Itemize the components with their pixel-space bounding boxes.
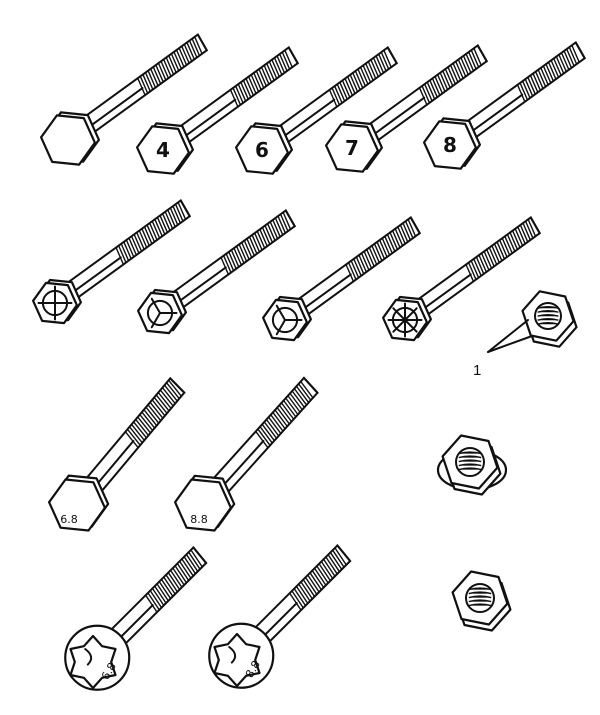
bolt-numbered-3: 7 <box>325 44 489 173</box>
bolt-thread <box>289 547 347 611</box>
bolt-end <box>409 216 421 235</box>
nut-face <box>451 570 509 626</box>
hex-head <box>235 125 289 175</box>
bolt-thread <box>255 381 314 449</box>
bolt-end <box>386 46 398 65</box>
bolt-thread <box>124 379 182 449</box>
bolt-thread <box>465 219 537 282</box>
bolt-marked-2 <box>137 209 297 335</box>
bolt-end <box>196 33 208 52</box>
bolt-end <box>529 216 541 235</box>
bolt-end <box>336 544 352 563</box>
nut-face <box>441 434 499 490</box>
bolt-end <box>179 199 191 218</box>
bolt-marked-3 <box>262 216 422 342</box>
head-star-mark <box>37 285 73 321</box>
bolt-torx-2: 8.8 <box>208 543 352 689</box>
nut-bore <box>455 447 485 477</box>
head-star-mark <box>146 297 178 329</box>
torx-recess <box>228 646 237 664</box>
head-marking-2: 6 <box>255 138 269 162</box>
bolt-plain <box>39 33 209 166</box>
callout-leader <box>487 319 533 353</box>
bolt-thread <box>137 36 203 96</box>
nut-bore <box>534 302 562 330</box>
head-marking-3: 7 <box>345 136 359 160</box>
nut-thread <box>468 587 492 607</box>
head-star-mark <box>387 302 423 338</box>
bolt-thread <box>516 45 580 103</box>
bolt-end <box>284 209 296 228</box>
torx-head <box>213 632 261 688</box>
bolt-end <box>287 46 299 65</box>
bolt-end <box>574 41 586 60</box>
bolt-thread <box>220 212 292 275</box>
bolt-torx-1: 6.8 <box>64 545 208 691</box>
nut-thread <box>537 306 559 325</box>
torx-head <box>69 634 117 690</box>
nut-2 <box>451 570 512 632</box>
hex-head <box>423 120 477 170</box>
bolt-thread <box>418 48 482 106</box>
bolt-end <box>476 44 488 63</box>
bolt-end <box>302 376 319 394</box>
nut-bore <box>465 583 495 613</box>
bolt-thread <box>345 219 417 282</box>
grade-marking-2: 8.8 <box>190 513 208 526</box>
bolt-end <box>169 377 186 394</box>
hex-head <box>325 123 379 173</box>
bolt-thread <box>115 202 187 265</box>
bolt-numbered-1: 4 <box>136 46 300 175</box>
bolt-grade-2: 8.8 <box>174 376 319 532</box>
bolt-marked-1 <box>31 199 192 325</box>
nut-1 <box>521 290 578 348</box>
hex-head <box>136 125 190 175</box>
head-marking-1: 4 <box>156 138 170 162</box>
bolt-numbered-2: 6 <box>235 46 399 175</box>
hex-head <box>39 114 97 166</box>
bolt-marked-4 <box>382 216 542 342</box>
head-star-mark <box>271 304 303 336</box>
bolt-numbered-4: 8 <box>423 41 587 170</box>
hex-head <box>47 478 107 532</box>
head-marking-4: 8 <box>443 133 457 157</box>
grade-marking-1: 6.8 <box>60 513 78 526</box>
bolt-thread <box>145 549 203 613</box>
nut-flange <box>436 434 508 496</box>
bolt-thread <box>328 50 392 108</box>
bolt-thread <box>229 50 293 108</box>
bolt-end <box>192 546 208 565</box>
torx-recess <box>84 648 93 666</box>
bolt-grade-1: 6.8 <box>47 376 186 532</box>
callout-label: 1 <box>473 362 481 379</box>
nut-thread <box>458 451 482 471</box>
hex-head <box>174 478 232 532</box>
